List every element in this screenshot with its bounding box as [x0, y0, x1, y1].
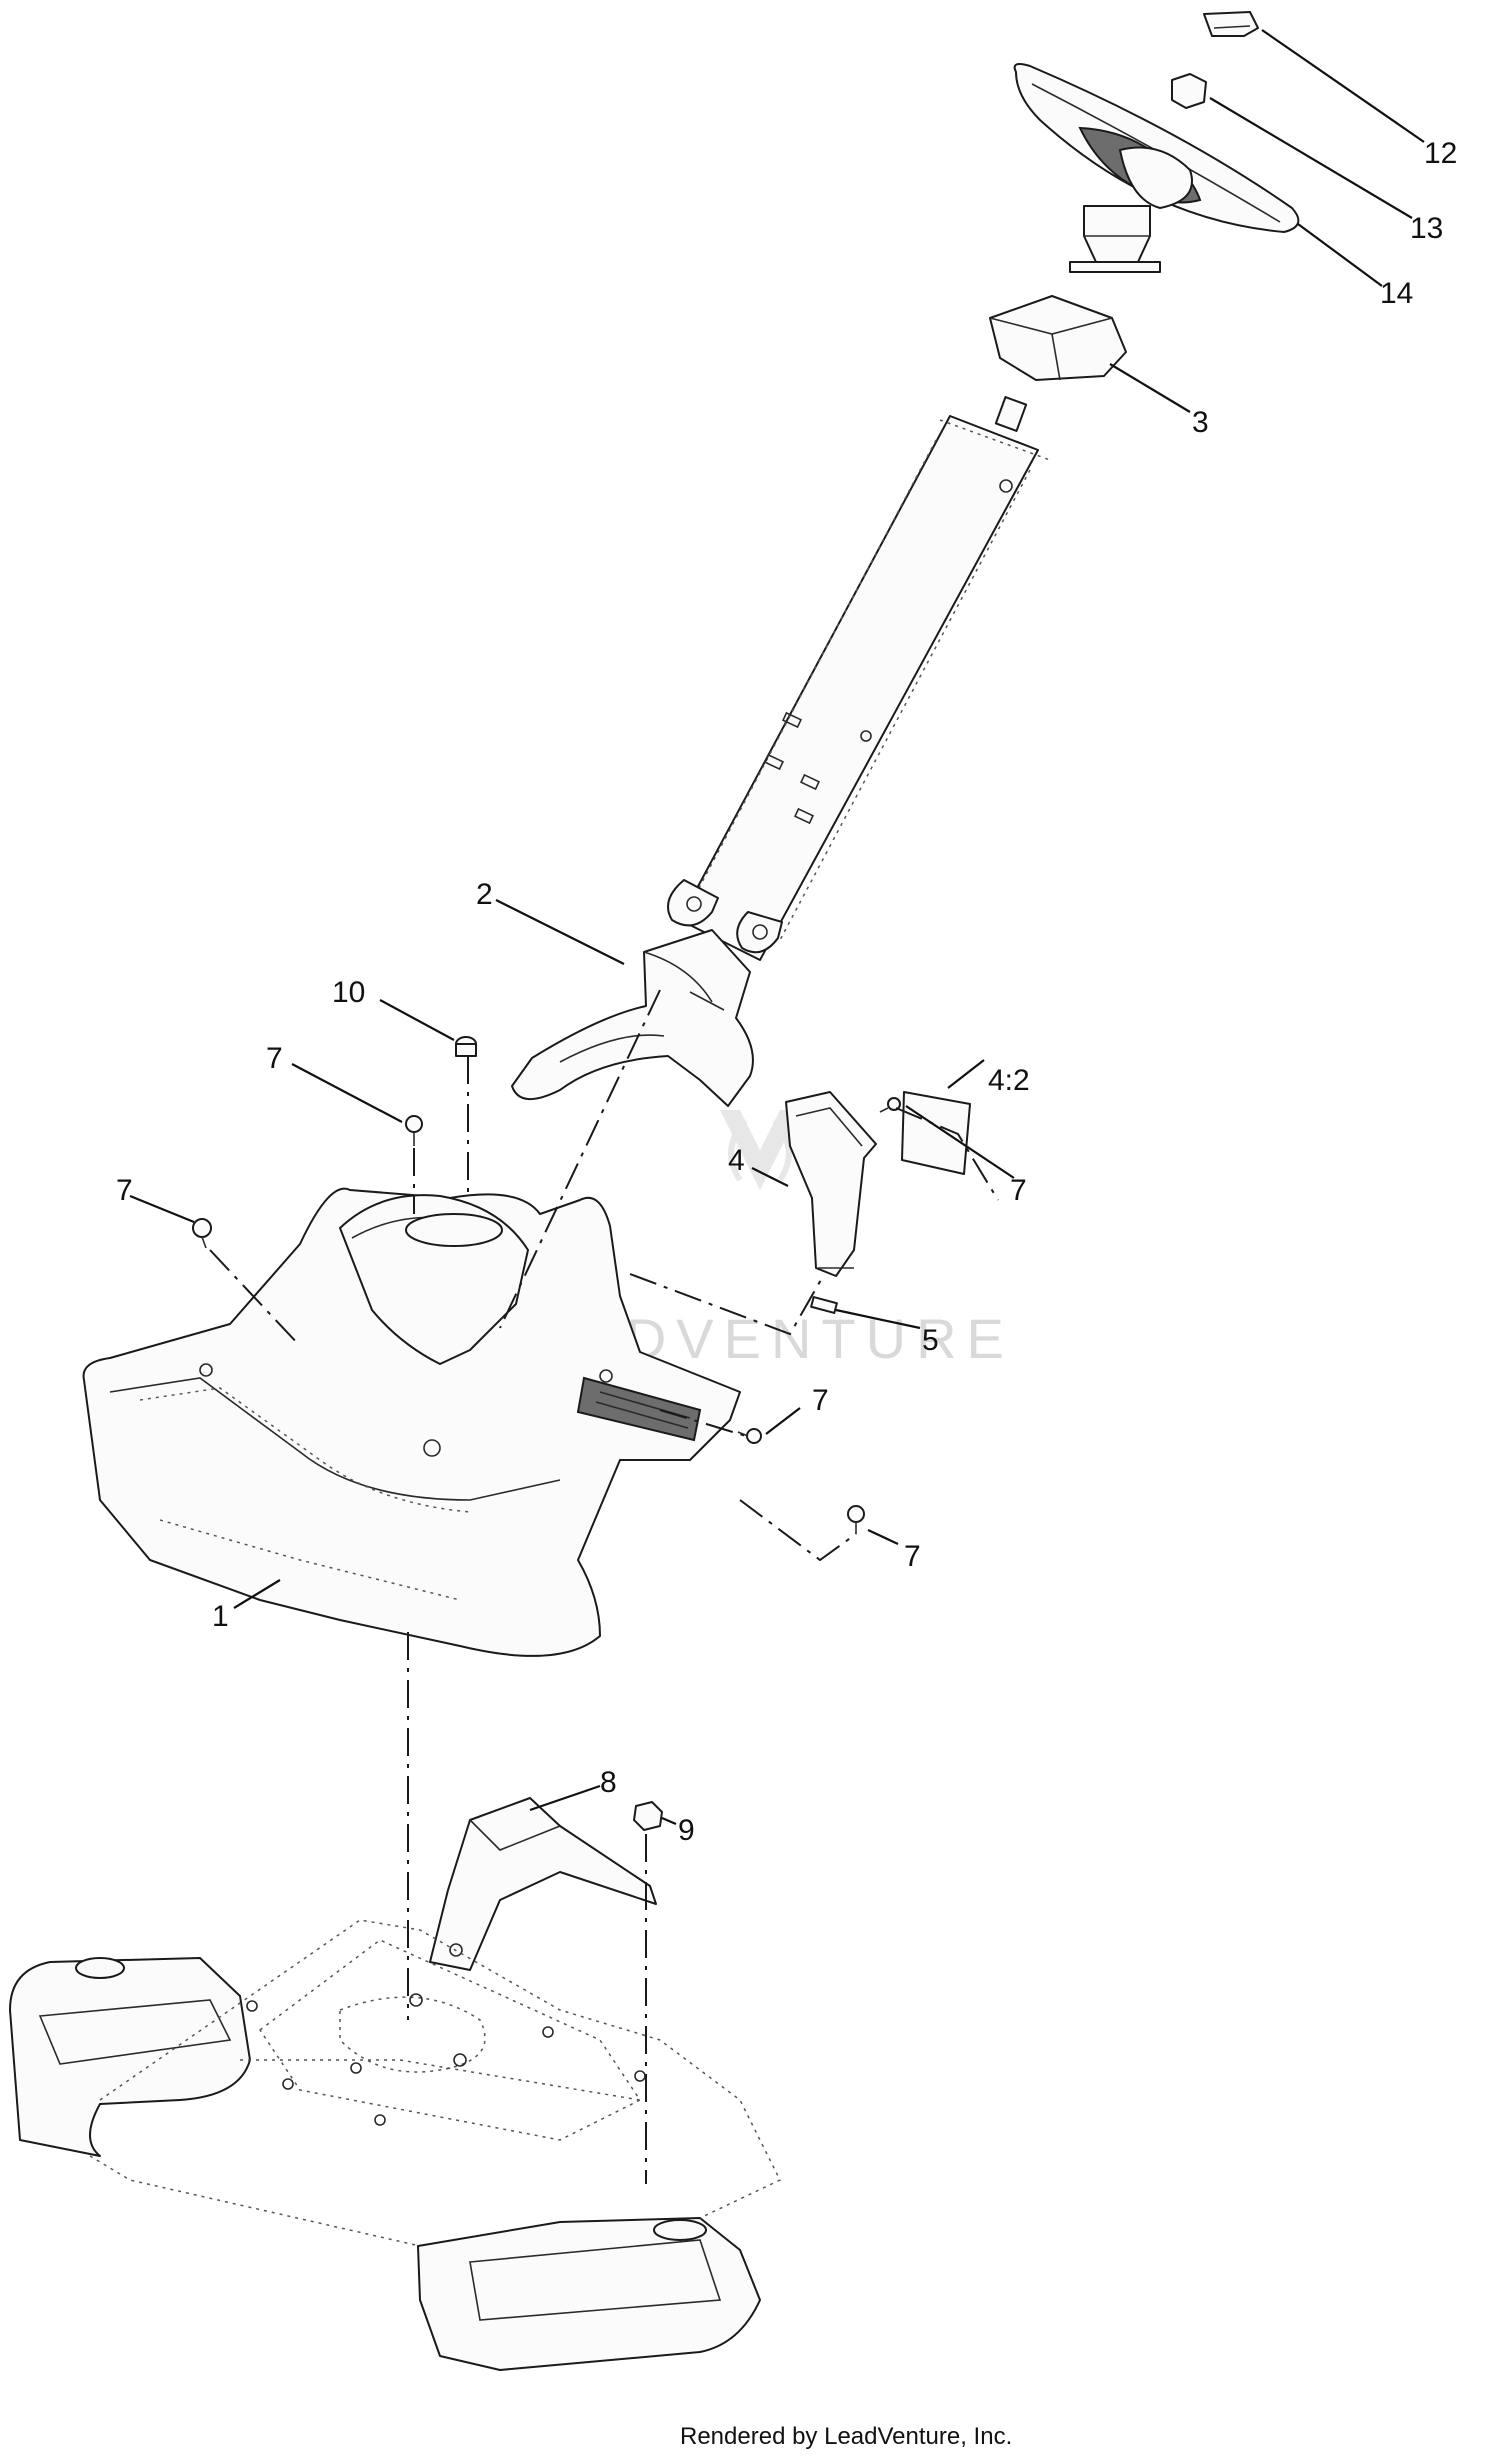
callout-4-2: 4:2: [988, 1064, 1030, 1097]
screw-icon: [847, 1505, 865, 1534]
frame-deck: [9, 1919, 782, 2371]
plug: [455, 1036, 477, 1057]
screw-icon: [879, 1097, 901, 1113]
callout-1: 1: [212, 1600, 229, 1633]
render-credit: Rendered by LeadVenture, Inc.: [680, 2423, 1012, 2450]
hex-nut: [1171, 73, 1207, 109]
screw-icon: [405, 1115, 423, 1146]
flange-nut: [633, 1801, 663, 1831]
callout-10: 10: [332, 976, 365, 1009]
callout-leaders: [129, 29, 1425, 1826]
screw-icon: [737, 1428, 762, 1444]
steering-bushing: [989, 295, 1127, 381]
callout-7-bottom: 7: [904, 1540, 921, 1573]
callout-7-mid: 7: [812, 1384, 829, 1417]
callout-labels: 12 13 14 3 2 10 7 4:2 4 7 7 5 7 7 1 8 9: [116, 137, 1457, 1847]
callout-13: 13: [1410, 212, 1443, 245]
callout-2: 2: [476, 878, 493, 911]
callout-7-top: 7: [266, 1042, 283, 1075]
steering-shaft: [667, 396, 1051, 961]
callout-7-bracket: 7: [1010, 1174, 1027, 1207]
callout-7-left: 7: [116, 1174, 133, 1207]
assembly-lines: [209, 989, 999, 2184]
callout-4: 4: [728, 1144, 745, 1177]
watermark-logo-icon: [720, 1110, 800, 1190]
fastener-clip: [810, 1296, 838, 1314]
callout-5: 5: [922, 1324, 939, 1357]
screw-fasteners: [192, 1097, 901, 1534]
steering-wheel: [1013, 63, 1300, 273]
rear-bracket: [429, 1797, 657, 1971]
steering-cover: [511, 929, 754, 1107]
decal: [901, 1091, 971, 1175]
callout-12: 12: [1424, 137, 1457, 170]
mounting-bracket: [785, 1091, 877, 1277]
callout-3: 3: [1192, 406, 1209, 439]
screw-icon: [192, 1218, 212, 1249]
callout-14: 14: [1380, 277, 1413, 310]
console-body: [82, 1187, 741, 1657]
callout-9: 9: [678, 1814, 695, 1847]
steering-wheel-cap: [1203, 11, 1259, 37]
callout-8: 8: [600, 1766, 617, 1799]
